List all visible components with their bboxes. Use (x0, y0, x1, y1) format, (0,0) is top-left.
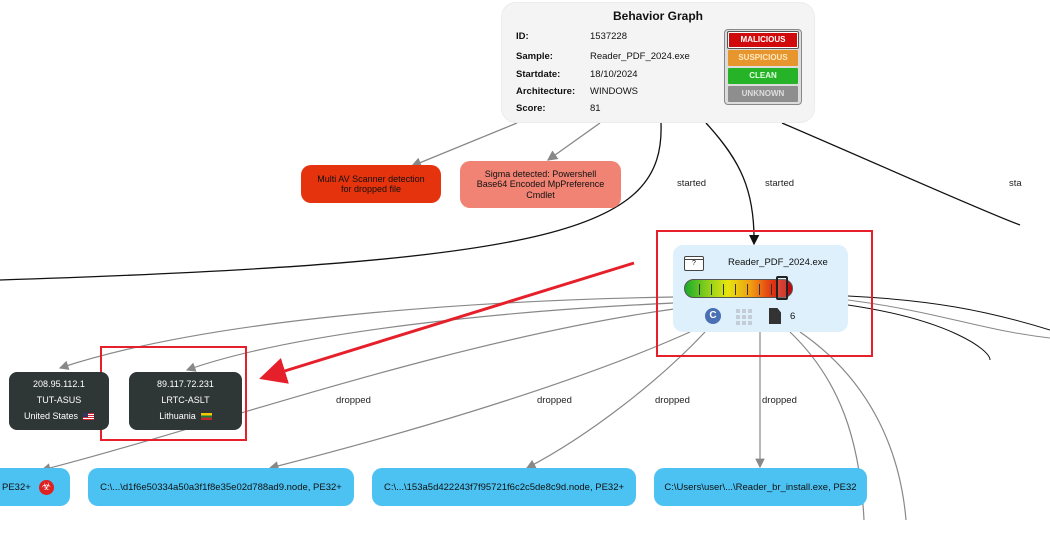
verdict-suspicious: SUSPICIOUS (728, 50, 798, 66)
host-ip: 89.117.72.231 (157, 379, 214, 389)
card-title: Behavior Graph (612, 9, 704, 23)
dropped-file-node[interactable]: C:\...\d1f6e50334a50a3f1f8e35e02d788ad9.… (88, 468, 354, 506)
edge-card-to-detection-1 (410, 122, 518, 168)
edge-label-dropped: dropped (655, 395, 690, 406)
edge-right-3 (847, 299, 1050, 339)
info-row-score: Score: 81 (516, 103, 601, 114)
info-value: WINDOWS (590, 86, 639, 97)
lithuania-flag-icon (200, 413, 212, 420)
host-node[interactable]: 89.117.72.231 LRTC-ASLT Lithuania (129, 372, 242, 430)
gauge-marker (776, 276, 789, 300)
info-key: Sample: (516, 51, 553, 62)
edge-label-started: sta (1009, 178, 1022, 189)
host-country: United States (23, 411, 79, 421)
gauge-tick (711, 284, 712, 295)
highlight-frame-process (656, 230, 873, 357)
info-value: Reader_PDF_2024.exe (590, 51, 690, 62)
info-value: 81 (590, 103, 601, 114)
edge-label-dropped: dropped (336, 395, 371, 406)
edge-label-dropped: dropped (537, 395, 572, 406)
gauge-tick (723, 284, 724, 295)
info-value: 18/10/2024 (590, 69, 638, 80)
info-key: Architecture: (516, 86, 576, 97)
grid-icon (736, 309, 752, 325)
dropped-file-node[interactable]: PE32+ ☣ (0, 468, 70, 506)
detection-sigma-powershell[interactable]: Sigma detected: Powershell Base64 Encode… (460, 161, 621, 208)
verdict-malicious: MALICIOUS (728, 32, 798, 48)
detection-multi-av[interactable]: Multi AV Scanner detection for dropped f… (301, 165, 441, 203)
verdict-legend: MALICIOUS SUSPICIOUS CLEAN UNKNOWN (724, 29, 802, 105)
file-label: C:\...\153a5d422243f7f95721f6c2c5de8c9d.… (383, 481, 625, 493)
verdict-clean: CLEAN (728, 68, 798, 84)
host-country-row: Lithuania (129, 408, 242, 424)
window-icon: ? (684, 256, 704, 271)
gauge-tick (747, 284, 748, 295)
dropped-file-node[interactable]: C:\...\153a5d422243f7f95721f6c2c5de8c9d.… (372, 468, 636, 506)
file-label: PE32+ (2, 481, 31, 493)
red-annotation-arrow (259, 261, 635, 384)
process-node[interactable]: ? Reader_PDF_2024.exe C 6 (673, 245, 848, 332)
host-node[interactable]: 208.95.112.1 TUT-ASUS United States (9, 372, 109, 430)
edge-label-started: started (765, 178, 795, 189)
gauge-tick (771, 284, 772, 295)
process-name: Reader_PDF_2024.exe (728, 257, 828, 268)
file-label: C:\Users\user\...\Reader_br_install.exe,… (664, 481, 857, 493)
gauge-tick (759, 284, 760, 295)
info-row-startdate: Startdate: 18/10/2024 (516, 69, 638, 80)
info-value: 1537228 (590, 31, 627, 42)
dropped-file-count: 6 (790, 311, 796, 322)
edge-right-1 (847, 295, 1050, 331)
info-row-sample: Sample: Reader_PDF_2024.exe (516, 51, 690, 62)
biohazard-icon: ☣ (38, 479, 54, 495)
host-country-row: United States (9, 408, 109, 424)
edge-dropped-1 (268, 331, 691, 471)
file-icon (769, 308, 781, 324)
edge-started-process (705, 122, 760, 246)
cpp-icon: C (705, 308, 721, 324)
info-row-id: ID: 1537228 (516, 31, 627, 42)
edge-label-dropped: dropped (762, 395, 797, 406)
dropped-file-node[interactable]: C:\Users\user\...\Reader_br_install.exe,… (654, 468, 867, 506)
edge-started-right (781, 122, 1021, 226)
host-ip: 208.95.112.1 (33, 379, 85, 389)
us-flag-icon (83, 413, 95, 420)
info-key: ID: (516, 31, 529, 42)
info-row-architecture: Architecture: WINDOWS (516, 86, 638, 97)
edge-label-started: started (677, 178, 707, 189)
file-label: C:\...\d1f6e50334a50a3f1f8e35e02d788ad9.… (100, 481, 342, 493)
gauge-tick (735, 284, 736, 295)
threat-gauge (684, 279, 793, 298)
info-key: Score: (516, 103, 546, 114)
info-key: Startdate: (516, 69, 561, 80)
host-org: TUT-ASUS (36, 395, 82, 405)
behavior-graph-card: Behavior Graph ID: 1537228 Sample: Reader_… (502, 3, 814, 122)
gauge-tick (699, 284, 700, 295)
host-country: Lithuania (159, 411, 196, 421)
host-org: LRTC-ASLT (161, 395, 210, 405)
verdict-unknown: UNKNOWN (728, 86, 798, 102)
edge-process-to-host-2 (185, 302, 675, 372)
edge-card-to-detection-2 (546, 122, 601, 161)
